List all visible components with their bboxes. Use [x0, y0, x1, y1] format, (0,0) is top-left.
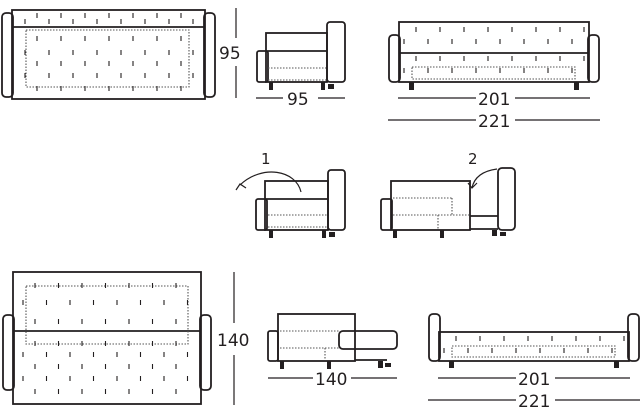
dimension-label: 95 [287, 90, 309, 110]
width-dimensions-sofa: 201 221 [388, 90, 600, 132]
outer-width-label: 221 [478, 112, 510, 132]
width-dimensions-bed: 201 221 [428, 370, 640, 410]
depth-dimension-140: 140 [217, 272, 249, 405]
step-2-view: 2 [380, 150, 516, 238]
depth-dimension-95: 95 [219, 8, 241, 98]
inner-width-label: 201 [518, 370, 550, 390]
front-view-bed [428, 313, 640, 368]
dimension-label: 140 [315, 370, 347, 390]
push-arrow-icon [471, 168, 498, 189]
dimension-label: 140 [217, 331, 249, 351]
step-number: 2 [468, 150, 478, 168]
front-view-sofa [388, 21, 600, 90]
width-dimension-95: 95 [256, 90, 345, 110]
top-view-sofa [1, 9, 216, 100]
step-number: 1 [261, 150, 271, 168]
side-view-sofa [256, 21, 346, 90]
dimension-label: 95 [219, 44, 241, 64]
outer-width-label: 221 [518, 392, 550, 410]
inner-width-label: 201 [478, 90, 510, 110]
rotate-arrow-icon [239, 171, 302, 193]
step-1-view: 1 [235, 150, 346, 238]
side-view-bed [267, 313, 398, 369]
top-view-bed [2, 271, 212, 405]
width-dimension-140: 140 [268, 370, 397, 390]
